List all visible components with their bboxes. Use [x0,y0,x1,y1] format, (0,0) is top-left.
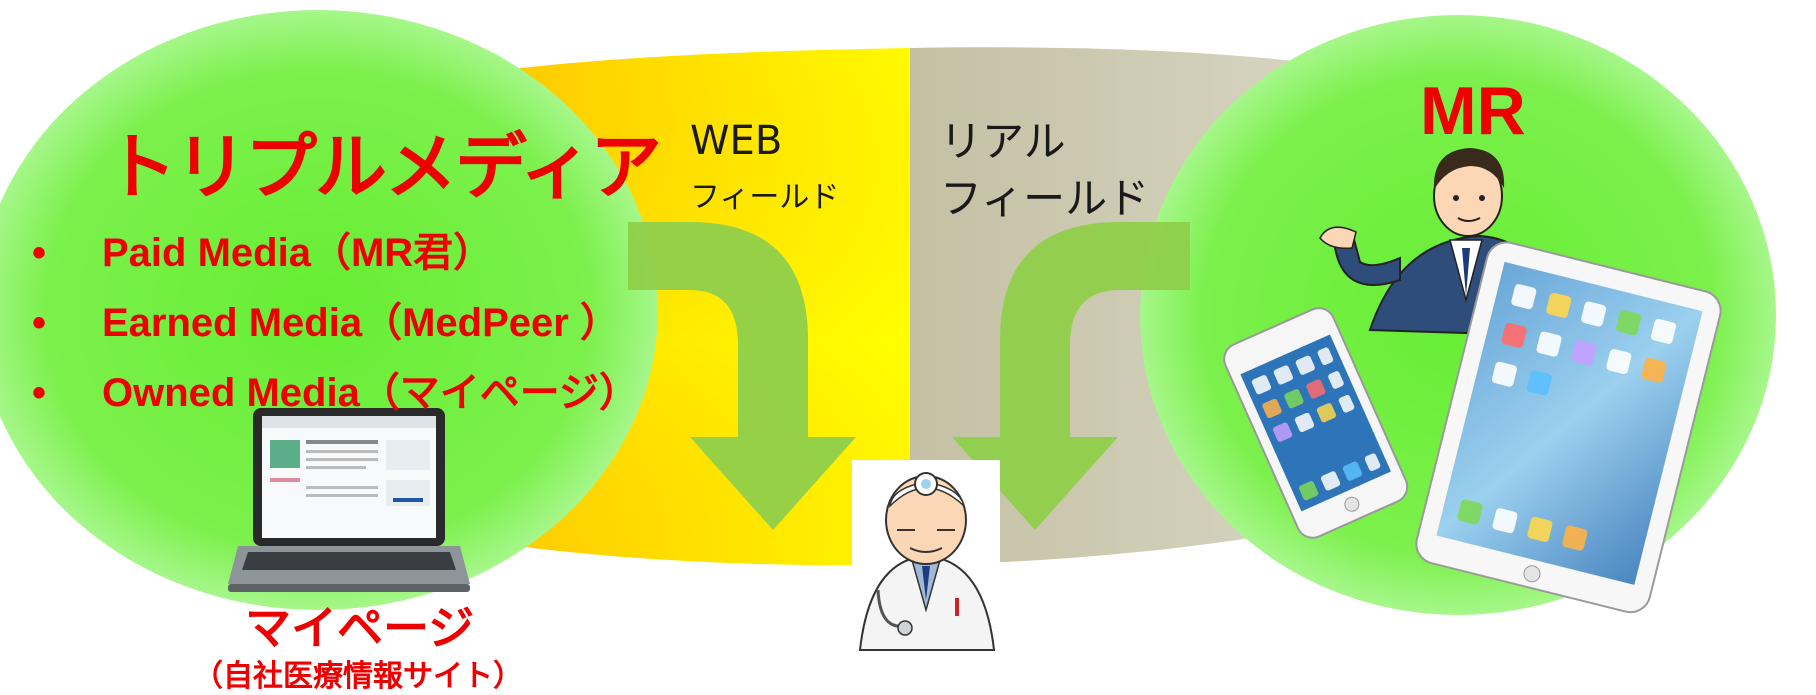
bullet-text: Owned Media（マイページ） [102,371,640,415]
real-field-label-line2: フィールド [940,174,1150,223]
web-field-label-line2: フィールド [690,180,840,215]
tablet-illustration [1415,241,1722,614]
bullet-dot: • [32,231,47,275]
laptop-illustration [228,408,470,592]
bullet-owned-media: • Owned Media（マイページ） [32,360,639,418]
real-arrow [952,222,1190,530]
real-field-label-line1: リアル [940,117,1066,166]
web-field-label-line1: WEB [690,118,783,164]
doctor-illustration [852,460,1000,656]
bullet-dot: • [32,371,47,415]
smartphone-illustration [1223,307,1409,539]
mypage-label: マイページ [245,601,475,655]
web-arrow [628,222,856,530]
mr-label: MR [1420,73,1526,149]
bullet-paid-media: • Paid Media（MR君） [32,220,493,278]
mypage-subtitle: （自社医療情報サイト） [193,659,523,694]
triple-media-title: トリプルメディア [105,125,662,209]
bullet-earned-media: • Earned Media（MedPeer ） [32,290,620,348]
bullet-text: Paid Media（MR君） [102,231,494,275]
left-green-circle [0,10,658,610]
bullet-dot: • [32,301,47,345]
bullet-text: Earned Media（MedPeer ） [102,301,620,345]
